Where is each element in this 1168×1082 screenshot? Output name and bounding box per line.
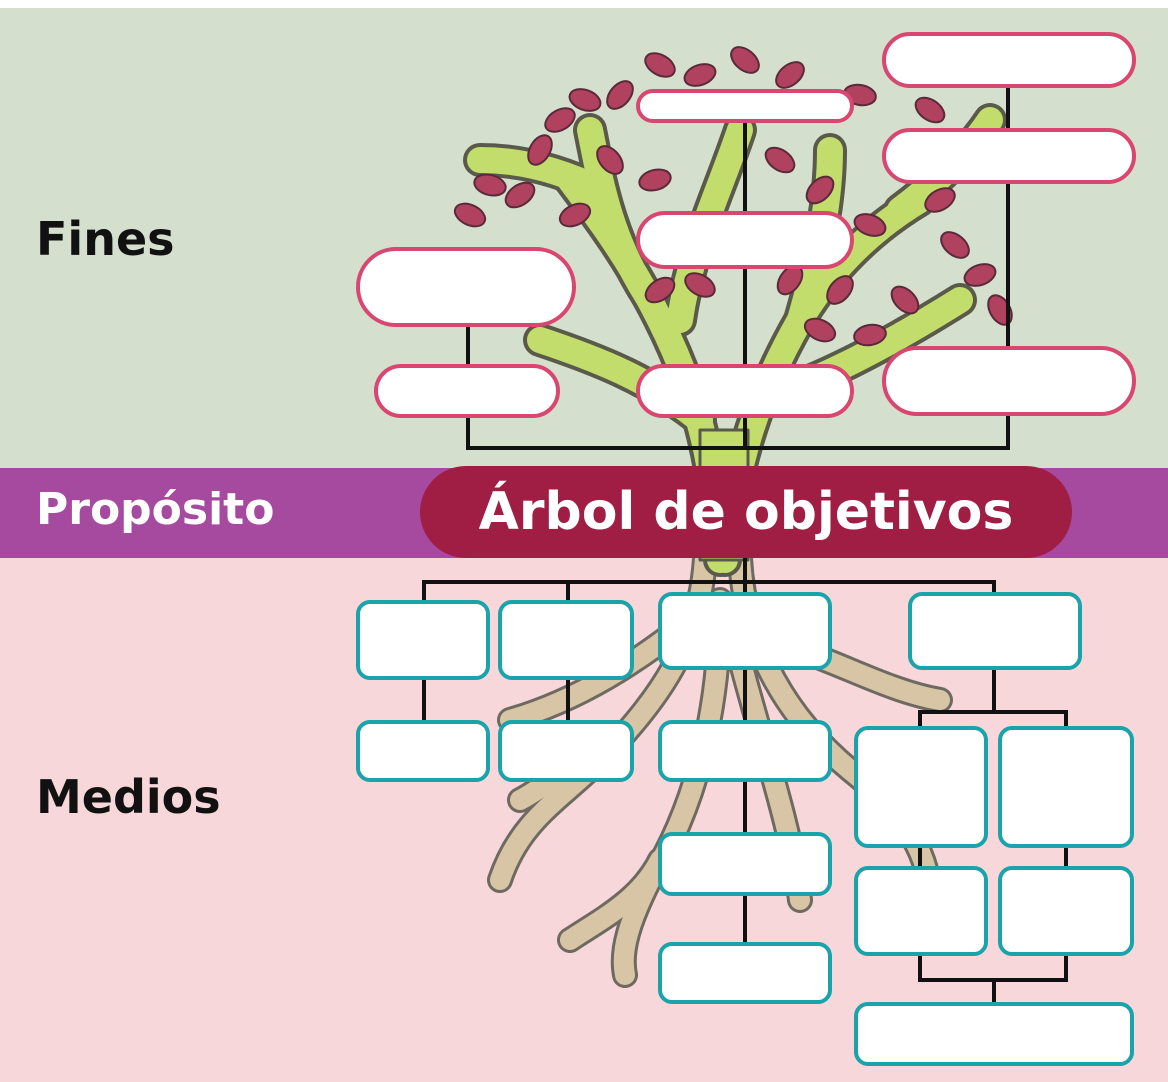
title-pill-shape	[420, 466, 1072, 558]
medios-label: Medios	[36, 770, 221, 824]
fines-box[interactable]	[882, 128, 1136, 184]
medios-box[interactable]	[854, 726, 988, 848]
tree-leaves	[453, 46, 1013, 347]
fines-box[interactable]	[882, 32, 1136, 88]
medios-box[interactable]	[658, 720, 832, 782]
diagram-title: Árbol de objetivos	[478, 482, 1014, 542]
medios-box[interactable]	[658, 832, 832, 896]
medios-box[interactable]	[854, 866, 988, 956]
fines-box[interactable]	[356, 247, 576, 327]
fines-box[interactable]	[636, 364, 854, 418]
medios-boxes	[356, 592, 1134, 1066]
medios-box[interactable]	[498, 720, 634, 782]
medios-box[interactable]	[854, 1002, 1134, 1066]
medios-box[interactable]	[356, 720, 490, 782]
medios-box[interactable]	[356, 600, 490, 680]
fines-box[interactable]	[882, 346, 1136, 416]
medios-box[interactable]	[658, 592, 832, 670]
medios-box[interactable]	[908, 592, 1082, 670]
medios-box[interactable]	[498, 600, 634, 680]
fines-box[interactable]	[636, 89, 854, 123]
fines-label: Fines	[36, 212, 175, 266]
medios-box[interactable]	[658, 942, 832, 1004]
fines-box[interactable]	[636, 211, 854, 269]
medios-box[interactable]	[998, 726, 1134, 848]
medios-box[interactable]	[998, 866, 1134, 956]
fines-boxes	[356, 32, 1136, 418]
proposito-label: Propósito	[36, 484, 275, 535]
fines-box[interactable]	[374, 364, 560, 418]
